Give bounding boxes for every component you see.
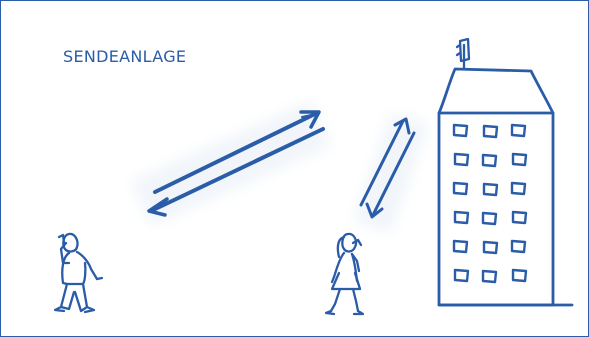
building-window	[510, 123, 527, 138]
building-window	[453, 268, 470, 283]
building-window	[482, 182, 499, 197]
building-window	[510, 239, 527, 254]
building-window	[452, 123, 469, 138]
building-window	[481, 211, 498, 226]
antenna-icon	[455, 37, 471, 70]
person-with-phone-icon	[53, 232, 104, 314]
building-window	[482, 124, 499, 139]
apartment-building-icon	[437, 67, 574, 307]
downlink-arrow-right	[365, 131, 416, 219]
uplink-arrow-right	[359, 117, 411, 207]
diagram-title: SENDEANLAGE	[63, 47, 187, 66]
building-window	[482, 240, 499, 255]
building-window	[481, 153, 498, 168]
downlink-arrow-left	[147, 127, 325, 217]
building-window	[511, 268, 528, 283]
building-window	[510, 181, 527, 196]
building-window	[452, 181, 469, 196]
walking-woman-with-phone-icon	[324, 232, 365, 316]
building-window	[511, 210, 528, 225]
building-window	[481, 269, 498, 284]
building-window	[453, 152, 470, 167]
building-window	[452, 239, 469, 254]
building-window	[453, 210, 470, 225]
building-window	[511, 152, 528, 167]
right-arrow-highlight	[353, 113, 429, 233]
uplink-arrow-left	[153, 110, 321, 194]
building-windows	[452, 123, 528, 284]
